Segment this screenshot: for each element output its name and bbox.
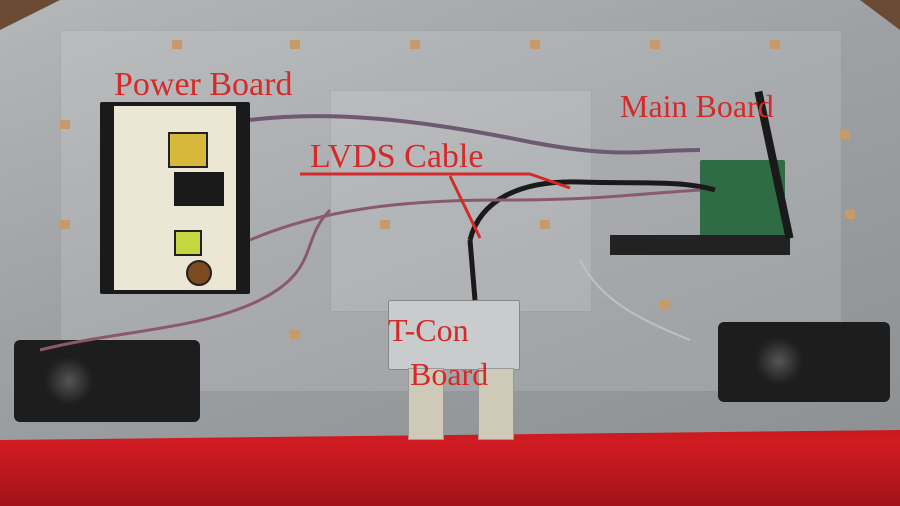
copper-pad (650, 40, 660, 49)
tcon-ribbon-left (408, 368, 444, 440)
copper-pad (172, 40, 182, 49)
speaker-right (718, 322, 890, 402)
copper-pad (60, 220, 70, 229)
heatsink (174, 172, 224, 206)
transformer (168, 132, 208, 168)
tcon-ribbon-right (478, 368, 514, 440)
copper-pad (290, 40, 300, 49)
copper-pad (840, 130, 850, 139)
copper-pad (380, 220, 390, 229)
main-board-label: Main Board (620, 88, 774, 124)
copper-pad (530, 40, 540, 49)
main-board-io-bracket (610, 235, 790, 255)
power-board-pcb (114, 106, 236, 290)
copper-pad (540, 220, 550, 229)
tcon-label-line1: T-Con (388, 312, 469, 348)
inductor (186, 260, 212, 286)
tcon-label-line2: Board (410, 356, 489, 392)
capacitor (174, 230, 202, 256)
speaker-cone (44, 356, 94, 406)
speaker-left (14, 340, 200, 422)
copper-pad (845, 210, 855, 219)
copper-pad (410, 40, 420, 49)
speaker-cone (754, 336, 804, 386)
tcon-board (388, 300, 520, 370)
lvds-cable-label: LVDS Cable (310, 138, 484, 175)
power-board (100, 102, 250, 294)
copper-pad (770, 40, 780, 49)
copper-pad (660, 300, 670, 309)
copper-pad (60, 120, 70, 129)
power-board-label: Power Board (114, 66, 293, 103)
copper-pad (290, 330, 300, 339)
